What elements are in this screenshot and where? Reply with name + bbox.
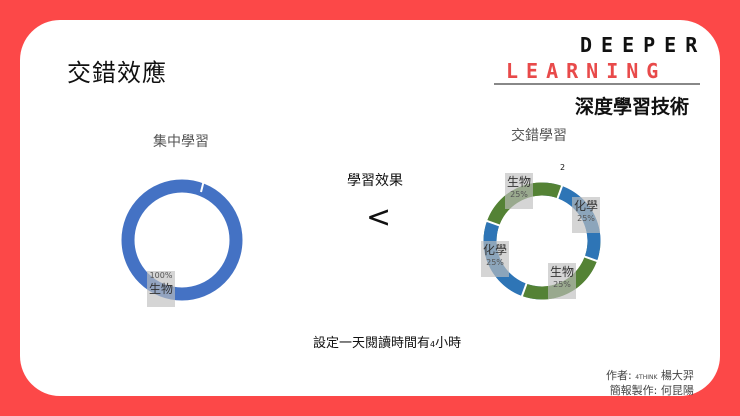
chart2-title: 交錯學習	[511, 128, 567, 144]
logo-subtitle: 深度學習技術	[575, 96, 690, 118]
slide-title: 交錯效應	[67, 59, 167, 87]
learning-effect-label: 學習效果	[347, 173, 403, 189]
chart2-label-biology-top: 生物 25%	[505, 173, 533, 209]
chart1-donut	[121, 179, 243, 301]
credits: 作者: 4THINK 楊大羿 簡報製作: 何昆陽	[606, 369, 694, 397]
chart2-label-chemistry-right: 化學 25%	[572, 197, 600, 233]
caption: 設定一天閱讀時間有4小時	[313, 336, 462, 351]
chart1-title: 集中學習	[153, 134, 209, 150]
chart1-data-label: 100% 生物	[147, 271, 175, 307]
logo-learning: LEARNING	[506, 59, 667, 83]
logo-deeper: DEEPER	[580, 33, 707, 57]
chart2-donut	[483, 182, 601, 300]
chart2-label-biology-bottom: 生物 25%	[548, 263, 576, 299]
less-than-symbol: <	[366, 200, 392, 235]
chart2-annotation: 2	[560, 163, 566, 172]
producer-line: 簡報製作: 何昆陽	[609, 384, 694, 397]
author-line: 作者: 4THINK 楊大羿	[606, 369, 694, 382]
chart2-label-chemistry-left: 化學 25%	[481, 241, 509, 277]
logo-divider	[494, 83, 700, 85]
